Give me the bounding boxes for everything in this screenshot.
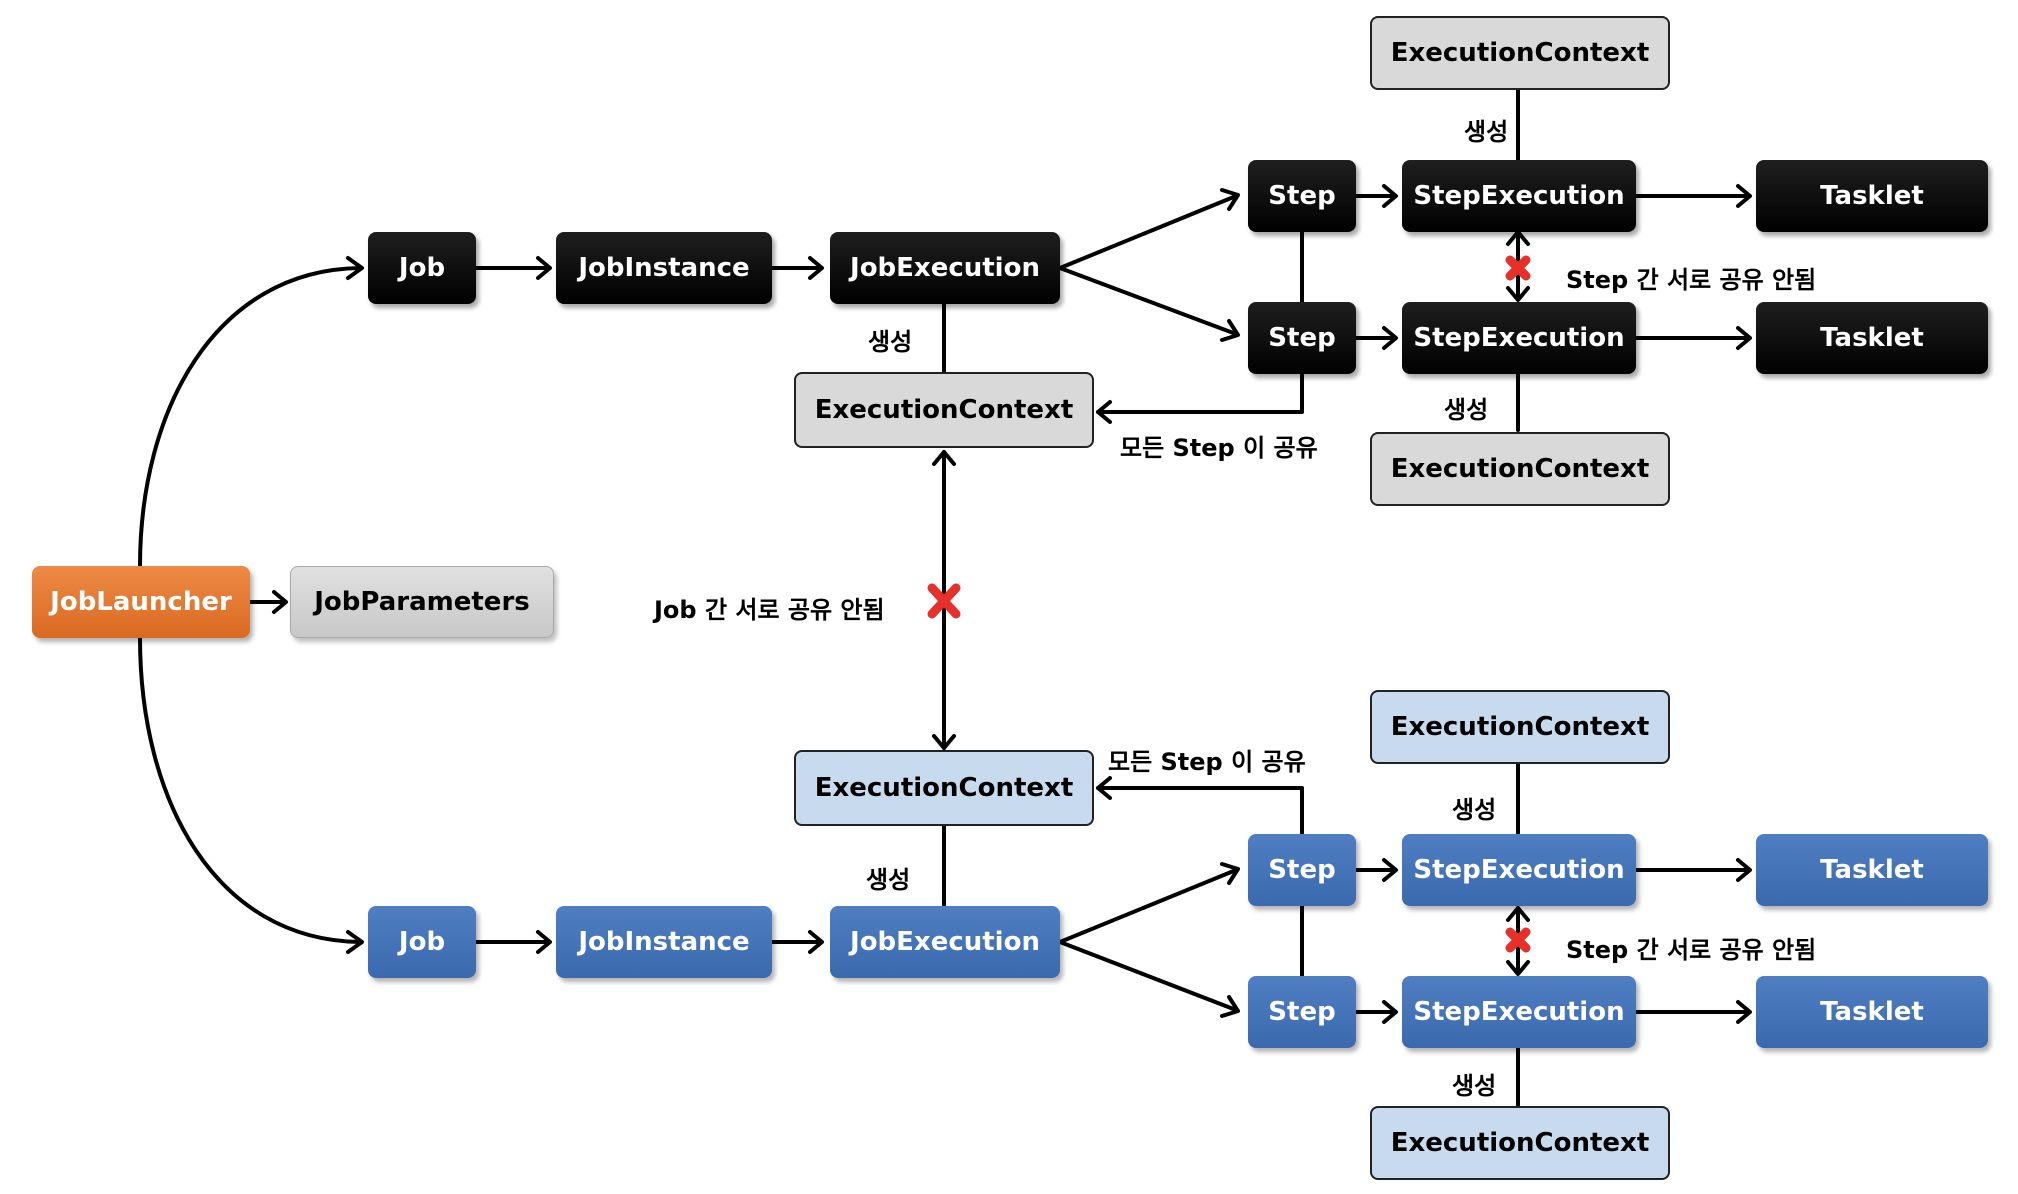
job-no-share-cross-icon — [927, 583, 961, 619]
job-a-execution-box: JobExecution — [830, 232, 1060, 304]
job-parameters-box: JobParameters — [290, 566, 554, 638]
job-a-step-no-share-label: Step 간 서로 공유 안됨 — [1566, 266, 1817, 294]
job-b-step2-box: Step — [1248, 976, 1356, 1048]
job-a-stepctx1-box: ExecutionContext — [1370, 16, 1670, 90]
job-b-job-box: Job — [368, 906, 476, 978]
launcher-to-job-a-curve — [138, 266, 362, 568]
job-b-instance-box: JobInstance — [556, 906, 772, 978]
job-a-stepexec2-box: StepExecution — [1402, 302, 1636, 374]
step-no-share-cross-icon-b — [1505, 927, 1531, 953]
job-a-all-steps-share-label: 모든 Step 이 공유 — [1120, 434, 1318, 462]
job-b-stepexec1-box: StepExecution — [1402, 834, 1636, 906]
job-b-stepctx1-box: ExecutionContext — [1370, 690, 1670, 764]
job-launcher-box: JobLauncher — [32, 566, 250, 638]
job-b-tasklet2-box: Tasklet — [1756, 976, 1988, 1048]
job-b-stepctx2-create-label: 생성 — [1452, 1072, 1497, 1100]
job-b-context-box: ExecutionContext — [794, 750, 1094, 826]
job-a-tasklet1-box: Tasklet — [1756, 160, 1988, 232]
job-a-stepctx2-box: ExecutionContext — [1370, 432, 1670, 506]
job-b-tasklet1-box: Tasklet — [1756, 834, 1988, 906]
job-a-step2-box: Step — [1248, 302, 1356, 374]
job-b-execution-box: JobExecution — [830, 906, 1060, 978]
job-a-step1-box: Step — [1248, 160, 1356, 232]
job-a-tasklet2-box: Tasklet — [1756, 302, 1988, 374]
job-a-create-label: 생성 — [868, 328, 913, 356]
job-b-create-label: 생성 — [866, 866, 911, 894]
job-b-stepexec2-box: StepExecution — [1402, 976, 1636, 1048]
job-b-step1-box: Step — [1248, 834, 1356, 906]
job-a-stepexec1-box: StepExecution — [1402, 160, 1636, 232]
job-b-all-steps-share-label: 모든 Step 이 공유 — [1108, 748, 1306, 776]
job-b-step-no-share-label: Step 간 서로 공유 안됨 — [1566, 936, 1817, 964]
launcher-to-job-b-curve — [138, 636, 362, 944]
job-a-stepctx2-create-label: 생성 — [1444, 396, 1489, 424]
job-a-context-box: ExecutionContext — [794, 372, 1094, 448]
job-b-stepctx1-create-label: 생성 — [1452, 796, 1497, 824]
job-b-stepctx2-box: ExecutionContext — [1370, 1106, 1670, 1180]
job-a-job-box: Job — [368, 232, 476, 304]
job-no-share-label: Job 간 서로 공유 안됨 — [654, 596, 885, 624]
job-a-stepctx1-create-label: 생성 — [1464, 118, 1509, 146]
step-no-share-cross-icon-a — [1505, 255, 1531, 281]
job-a-instance-box: JobInstance — [556, 232, 772, 304]
